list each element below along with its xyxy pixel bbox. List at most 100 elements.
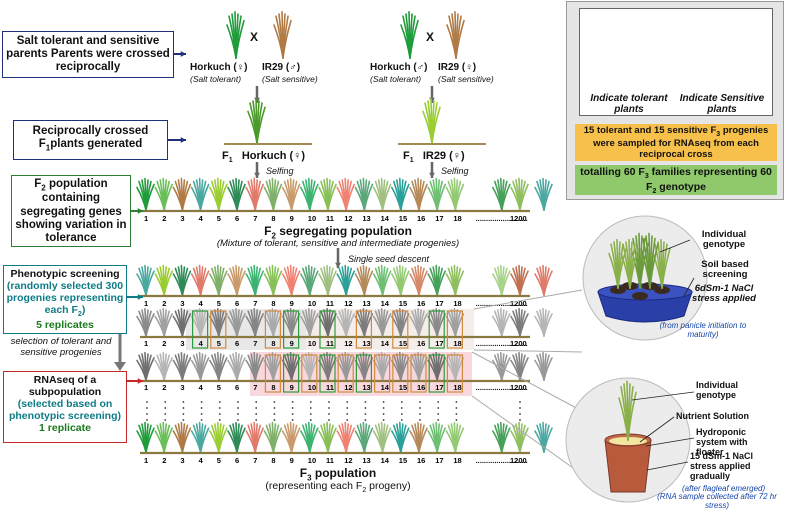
f3-row-a-number: 6 bbox=[235, 299, 239, 308]
f3-row-a-plant bbox=[190, 264, 210, 296]
continuation-dot bbox=[364, 419, 367, 421]
continuation-dot bbox=[218, 401, 221, 403]
parent-horkuch-male: Horkuch (♂) bbox=[370, 62, 428, 73]
f3-row-a-number: 18 bbox=[453, 299, 461, 308]
continuation-dot bbox=[346, 401, 349, 403]
f2-row-plant bbox=[354, 177, 374, 211]
hydro-individual-label: Individual genotype bbox=[696, 380, 739, 400]
row-c-number: 13 bbox=[362, 383, 370, 392]
arrow-box-rnaseq-head bbox=[137, 378, 143, 384]
selection-box-row-b bbox=[264, 310, 281, 349]
f2-row-plant bbox=[263, 177, 283, 211]
continuation-dot bbox=[146, 419, 148, 421]
continuation-dot bbox=[519, 419, 521, 421]
row-c-plant bbox=[190, 351, 210, 381]
box-parents-text: Salt tolerant and sensitive parents Pare… bbox=[6, 35, 170, 74]
f3-final-row-number: 10 bbox=[308, 456, 316, 465]
f3-final-row-plant bbox=[336, 421, 355, 453]
row-c-number: 7 bbox=[253, 383, 257, 392]
f2-box-f: F bbox=[34, 178, 42, 190]
f2-row-plant bbox=[300, 177, 319, 211]
parent-tolerant-plant-right bbox=[400, 11, 419, 59]
f3-final-row-plant bbox=[209, 421, 228, 453]
continuation-dot bbox=[400, 401, 403, 403]
row-b-number: 6 bbox=[235, 339, 239, 348]
f3-row-a-number: 16 bbox=[417, 299, 425, 308]
green-text-sub2: 2 bbox=[652, 188, 657, 196]
continuation-dot bbox=[364, 401, 367, 403]
f2-row-number: 8 bbox=[271, 214, 275, 223]
parent-sensitive-plant-right bbox=[446, 11, 465, 59]
f2-row-number: 16 bbox=[417, 214, 425, 223]
f3-row-a-end: 1200 bbox=[510, 299, 527, 308]
hydro-rice-plant bbox=[618, 380, 637, 441]
arrow-box-f2-head bbox=[137, 208, 143, 214]
box-phenotypic-screening: Phenotypic screening (randomly selected … bbox=[3, 265, 127, 334]
f2-row-plant bbox=[245, 177, 264, 211]
selection-label: selection of tolerant and sensitive prog… bbox=[10, 336, 112, 358]
row-b-number: 10 bbox=[308, 339, 316, 348]
f3-final-row-number: 1 bbox=[144, 456, 148, 465]
row-b-plant bbox=[227, 307, 246, 337]
row-c-number: 15 bbox=[399, 383, 407, 392]
rnaseq-selected: (selected based on phenotypic screening) bbox=[8, 398, 122, 423]
row-c-plant bbox=[510, 351, 529, 381]
row-c-number: 8 bbox=[271, 383, 275, 392]
continuation-dot bbox=[182, 419, 185, 421]
continuation-dot bbox=[309, 419, 312, 421]
connector-hydro-top bbox=[471, 351, 581, 411]
selection-box-row-c bbox=[374, 354, 391, 393]
row-b-number: 11 bbox=[326, 339, 334, 348]
continuation-dot bbox=[419, 407, 421, 409]
f3-row-a-number: 17 bbox=[435, 299, 443, 308]
selection-box-row-b bbox=[283, 310, 300, 349]
row-c-plant bbox=[354, 351, 374, 381]
f3-final-row-plant bbox=[172, 421, 192, 453]
f1-right-name: IR29 (♀) bbox=[422, 150, 465, 162]
selfing-left: Selfing bbox=[266, 166, 294, 176]
hydro-system-label: Hydroponic system with floater bbox=[696, 427, 748, 457]
hydro-pot bbox=[604, 439, 652, 493]
f3-final-row-plant bbox=[427, 421, 446, 453]
f2-title-f: F bbox=[264, 224, 272, 238]
f3-final-row-plant bbox=[318, 421, 337, 453]
row-c-plant bbox=[154, 351, 173, 381]
f2-row-number: 6 bbox=[235, 214, 239, 223]
continuation-dot bbox=[291, 401, 294, 403]
continuation-dot bbox=[419, 419, 421, 421]
continuation-dot bbox=[328, 407, 330, 409]
f3-final-row-number: 4 bbox=[199, 456, 204, 465]
f3-final-row-plant bbox=[245, 421, 264, 453]
f3-row-a-plant bbox=[336, 264, 355, 296]
connector-hydro-bottom bbox=[471, 395, 591, 481]
hydro-after-label: (after flagleaf emerged) bbox=[682, 484, 766, 493]
f3-final-row-number: 2 bbox=[162, 456, 166, 465]
continuation-dot bbox=[200, 419, 203, 421]
phenotypic-replicates: 5 replicates bbox=[36, 319, 94, 332]
continuation-dot bbox=[364, 407, 367, 409]
legend-green-box: totalling 60 F3 families representing 60… bbox=[575, 165, 777, 196]
f3-row-a-number: 7 bbox=[253, 299, 257, 308]
soil-pointer-individual bbox=[659, 239, 691, 253]
row-c-number: 6 bbox=[235, 383, 239, 392]
f2-row-plant bbox=[281, 177, 301, 211]
f3-row-a-number: 4 bbox=[199, 299, 204, 308]
f2-row-plant bbox=[409, 177, 428, 211]
row-b-plant bbox=[409, 307, 428, 337]
f2-row-ellipsis: ......................... bbox=[476, 214, 528, 223]
continuation-dot bbox=[328, 401, 330, 403]
continuation-dot bbox=[146, 407, 148, 409]
f3-row-a-number: 12 bbox=[344, 299, 352, 308]
row-c-number: 1 bbox=[144, 383, 148, 392]
row-b-number: 5 bbox=[217, 339, 221, 348]
continuation-dot bbox=[455, 413, 458, 415]
f3-row-a-plant bbox=[300, 264, 319, 296]
hydro-pointer-individual bbox=[631, 391, 695, 401]
f2-title: F2 segregating population bbox=[148, 224, 528, 240]
parent-right-sensitive: (Salt sensitive) bbox=[438, 74, 494, 84]
f2-row-number: 15 bbox=[399, 214, 407, 223]
row-b-plant-end bbox=[534, 307, 553, 337]
f3-final-row-plant bbox=[190, 421, 210, 453]
continuation-dot bbox=[400, 419, 403, 421]
